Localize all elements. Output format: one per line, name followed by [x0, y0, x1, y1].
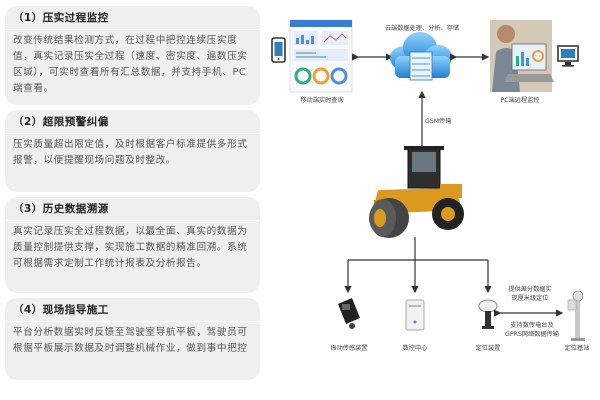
radio-label-1: 支持数传电台及	[510, 322, 554, 329]
feature-card-1: （1）压实过程监控 改变传统结果检测方式，在过程中把控连续压实度值，真实记录压实…	[5, 6, 260, 105]
data-center-device-icon	[405, 299, 425, 331]
base-station-icon	[567, 290, 585, 341]
feature-card-4: （4）现场指导施工 平台分析数据实时反馈至驾驶室导航平板，驾驶员可根据平板展示数…	[5, 298, 260, 380]
card-title: （2）超限预警纠偏	[5, 110, 260, 134]
mobile-dashboard-icon	[289, 19, 353, 93]
card-title: （1）压实过程监控	[5, 6, 260, 30]
card-title: （3）历史数据溯源	[5, 197, 260, 221]
positioning-label: 定位装置	[475, 345, 501, 352]
card-body: 压实质量超出限定值，及时根据客户标准提供多形式报警，以便提醒现场问题及时整改。	[13, 139, 248, 166]
cloud-server-icon	[390, 32, 452, 81]
connector-lines	[344, 237, 492, 294]
diff-label-2: 现厘米级定位	[511, 295, 549, 302]
pc-monitoring-photo	[490, 20, 554, 92]
diff-label-1: 提供差分数据实	[508, 286, 552, 293]
feature-card-2: （2）超限预警纠偏 压实质量超出限定值，及时根据客户标准提供多形式报警，以便提醒…	[5, 110, 260, 192]
station-label: 定位基站	[564, 345, 590, 352]
data-center-label: 数控中心	[402, 345, 428, 352]
radio-label-2: GPRS网络数据传输	[505, 331, 559, 338]
card-title: （4）现场指导施工	[5, 298, 260, 322]
sensor-label: 振动传感装置	[330, 345, 368, 352]
card-body: 真实记录压实全过程数据，以最全面、真实的数据为质量控制提供支撑，实现施工数据的精…	[13, 226, 248, 269]
card-body: 平台分析数据实时反馈至驾驶室导航平板，驾驶员可根据平板展示数据及时调整机械作业，…	[13, 327, 248, 354]
monitor-icon	[557, 45, 579, 67]
gps-antenna-icon	[478, 299, 498, 329]
vibration-sensor-icon	[338, 298, 360, 329]
road-roller-icon	[369, 146, 464, 238]
gsm-label: GSM传输	[425, 118, 452, 125]
card-body: 改变传统结果检测方式，在过程中把控连续压实度值，真实记录压实全过程（速度、密实度…	[13, 35, 248, 94]
pc-label: PC端远程监控	[500, 97, 540, 104]
feature-card-3: （3）历史数据溯源 真实记录压实全过程数据，以最全面、真实的数据为质量控制提供支…	[5, 197, 260, 293]
cloud-label: 云端数据处理、分析、存储	[384, 25, 460, 32]
phone-icon	[271, 37, 286, 63]
mobile-label: 移动端实时查询	[300, 97, 344, 104]
